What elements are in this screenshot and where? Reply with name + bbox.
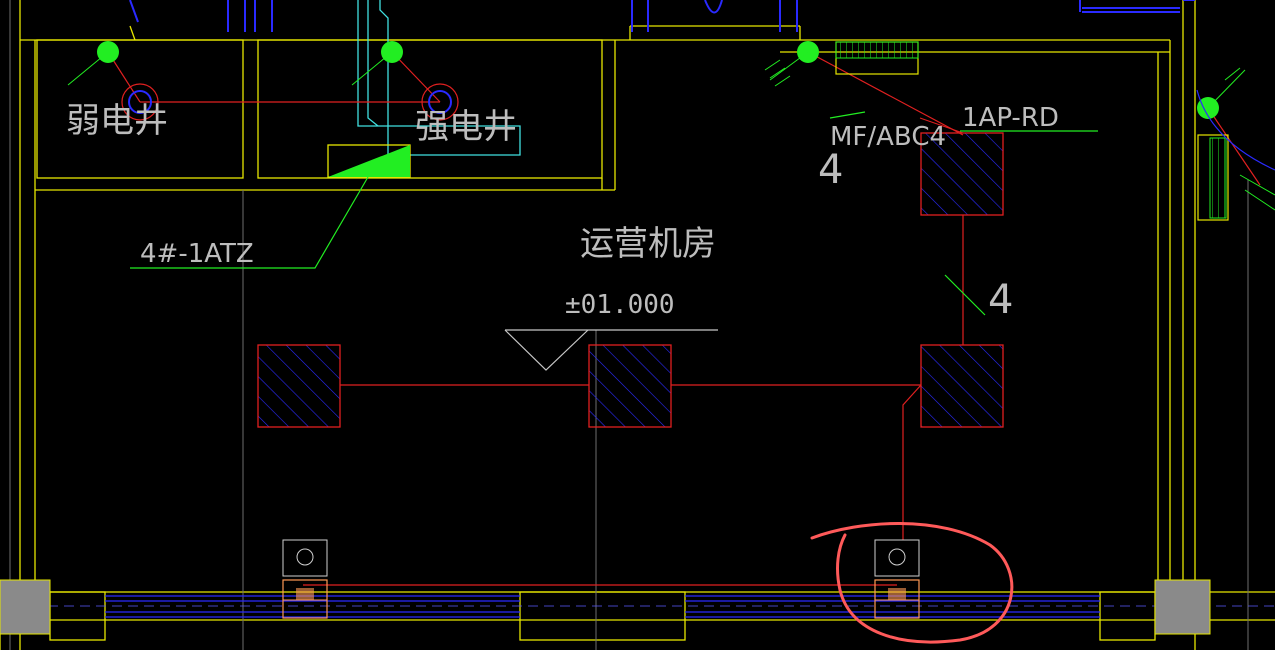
smoke-detector-icon <box>421 83 459 121</box>
distribution-panel-4-1atz <box>130 144 411 269</box>
bottom-pipes <box>0 595 1275 618</box>
hatched-equipment-box-icon <box>920 132 1004 216</box>
hatched-equipment-box-icon <box>588 344 672 428</box>
shaft-detectors <box>121 83 459 121</box>
structural-column-icon <box>0 579 51 635</box>
elevation-marker <box>504 329 718 371</box>
tag-leaders <box>829 111 1098 316</box>
smoke-detector-icon <box>121 83 159 121</box>
vent-grille <box>835 41 1229 221</box>
fire-extinguisher-count: 4 <box>818 147 843 193</box>
top-door-frames <box>129 0 1180 32</box>
weak-shaft-label: 弱电井 <box>66 101 168 141</box>
structural-column-icon <box>1154 579 1211 635</box>
marker-leaders <box>67 51 1275 211</box>
leader-line <box>919 117 964 134</box>
circuit-count-label: 4 <box>988 277 1013 323</box>
panel-tag-label: 4#-1ATZ <box>140 239 254 269</box>
elevation-label: ±01.000 <box>565 290 675 320</box>
axis-lines <box>9 0 1249 650</box>
hatched-equipment-box-icon <box>257 344 341 428</box>
bottom-device-left <box>282 539 328 619</box>
wiring <box>107 51 1261 586</box>
hatched-equipment-box-icon <box>920 344 1004 428</box>
bottom-device-right <box>874 539 920 619</box>
freehand-circle-annotation <box>810 522 1014 644</box>
room-name-label: 运营机房 <box>580 224 716 264</box>
door-icon <box>1196 89 1275 171</box>
fire-extinguisher-label: MF/ABC4 <box>830 122 946 152</box>
strong-shaft-label: 强电井 <box>415 107 517 147</box>
rd-tag-label: 1AP-RD <box>962 103 1059 133</box>
equipment-boxes <box>257 132 1004 428</box>
cable-riser <box>357 0 521 156</box>
